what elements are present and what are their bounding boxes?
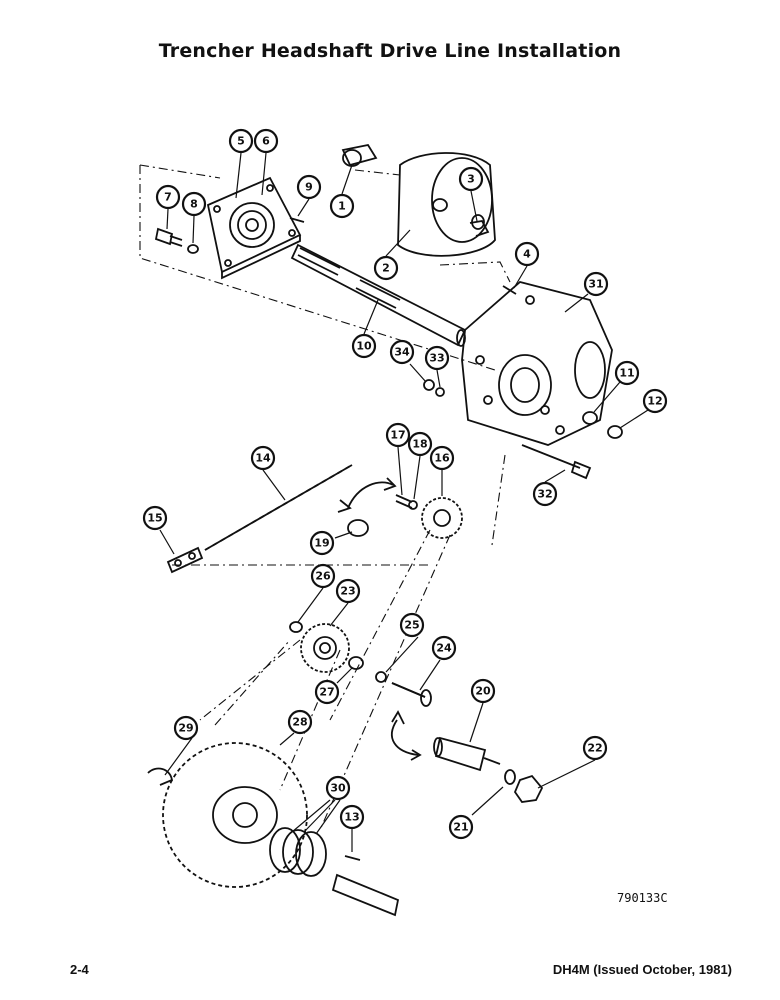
callout-10: 10 xyxy=(351,333,377,359)
callout-13: 13 xyxy=(339,804,365,830)
callout-16: 16 xyxy=(429,445,455,471)
svg-text:7: 7 xyxy=(164,191,172,204)
svg-text:31: 31 xyxy=(588,278,603,291)
callout-26: 26 xyxy=(310,563,336,589)
svg-text:16: 16 xyxy=(434,452,450,465)
drawing-number: 790133C xyxy=(617,891,668,905)
callout-5: 5 xyxy=(228,128,254,154)
callout-31: 31 xyxy=(583,271,609,297)
svg-text:24: 24 xyxy=(436,642,452,655)
callout-15: 15 xyxy=(142,505,168,531)
callout-3: 3 xyxy=(458,166,484,192)
upper-sprocket-assembly xyxy=(337,477,463,539)
splined-shaft xyxy=(290,243,467,347)
svg-text:5: 5 xyxy=(237,135,245,148)
callout-23: 23 xyxy=(335,578,361,604)
bushing-and-drum xyxy=(341,143,496,257)
callout-28: 28 xyxy=(287,709,313,735)
svg-text:29: 29 xyxy=(178,722,193,735)
stud-assembly xyxy=(391,710,544,803)
svg-text:26: 26 xyxy=(315,570,331,583)
idler-sprocket xyxy=(289,621,350,673)
callout-14: 14 xyxy=(250,445,276,471)
svg-text:30: 30 xyxy=(330,782,346,795)
callout-2: 2 xyxy=(373,255,399,281)
svg-text:33: 33 xyxy=(429,352,444,365)
callout-20: 20 xyxy=(470,678,496,704)
callout-numbers: 5 6 7 8 9 1 2 3 4 31 10 34 33 11 12 32 1… xyxy=(142,128,668,840)
svg-text:17: 17 xyxy=(390,429,405,442)
svg-text:6: 6 xyxy=(262,135,270,148)
page-number: 2-4 xyxy=(70,962,89,977)
svg-text:8: 8 xyxy=(190,198,198,211)
callout-21: 21 xyxy=(448,814,474,840)
svg-text:23: 23 xyxy=(340,585,355,598)
callout-34: 34 xyxy=(389,339,415,365)
svg-text:4: 4 xyxy=(523,248,531,261)
callout-32: 32 xyxy=(532,481,558,507)
callout-22: 22 xyxy=(582,735,608,761)
bolt-and-washer xyxy=(154,217,305,254)
callout-11: 11 xyxy=(614,360,640,386)
svg-text:1: 1 xyxy=(338,200,346,213)
svg-text:25: 25 xyxy=(404,619,419,632)
svg-text:18: 18 xyxy=(412,438,427,451)
drive-sprocket xyxy=(147,742,308,888)
svg-text:12: 12 xyxy=(647,395,662,408)
svg-text:27: 27 xyxy=(319,686,334,699)
callout-25: 25 xyxy=(399,612,425,638)
page-title: Trencher Headshaft Drive Line Installati… xyxy=(158,40,622,62)
svg-text:32: 32 xyxy=(537,488,552,501)
callout-6: 6 xyxy=(253,128,279,154)
callout-7: 7 xyxy=(155,184,181,210)
callout-1: 1 xyxy=(329,193,355,219)
callout-29: 29 xyxy=(173,715,199,741)
callout-9: 9 xyxy=(296,174,322,200)
svg-text:21: 21 xyxy=(453,821,468,834)
svg-text:15: 15 xyxy=(147,512,162,525)
callout-18: 18 xyxy=(407,431,433,457)
callout-12: 12 xyxy=(642,388,668,414)
document-reference: DH4M (Issued October, 1981) xyxy=(552,962,732,977)
svg-text:19: 19 xyxy=(314,537,329,550)
spacer-rings xyxy=(269,827,400,917)
callout-8: 8 xyxy=(181,191,207,217)
svg-text:13: 13 xyxy=(344,811,359,824)
callout-4: 4 xyxy=(514,241,540,267)
callout-24: 24 xyxy=(431,635,457,661)
svg-text:34: 34 xyxy=(394,346,410,359)
master-link xyxy=(166,546,204,574)
callout-27: 27 xyxy=(314,679,340,705)
svg-text:9: 9 xyxy=(305,181,313,194)
svg-text:20: 20 xyxy=(475,685,491,698)
svg-text:14: 14 xyxy=(255,452,271,465)
svg-text:22: 22 xyxy=(587,742,602,755)
leader-lines xyxy=(159,152,649,852)
svg-text:10: 10 xyxy=(356,340,372,353)
idler-bolt xyxy=(348,656,432,707)
roller-chain xyxy=(204,464,353,551)
svg-text:2: 2 xyxy=(382,262,390,275)
callout-17: 17 xyxy=(385,422,411,448)
gearbox-housing xyxy=(461,281,613,446)
callout-30: 30 xyxy=(325,775,351,801)
svg-text:11: 11 xyxy=(619,367,634,380)
callout-19: 19 xyxy=(309,530,335,556)
callout-33: 33 xyxy=(424,345,450,371)
fasteners-upper xyxy=(423,220,623,480)
flange-bearing-plate xyxy=(206,176,302,280)
svg-text:28: 28 xyxy=(292,716,307,729)
svg-text:3: 3 xyxy=(467,173,475,186)
